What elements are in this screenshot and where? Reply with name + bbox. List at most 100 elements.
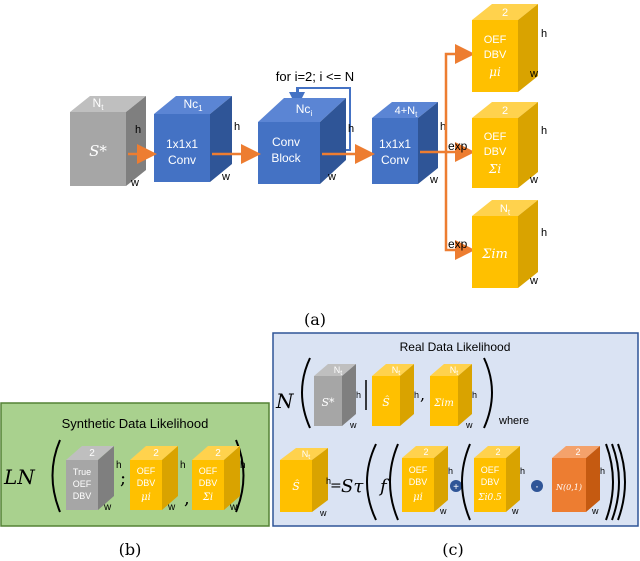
svg-text:h: h [541, 125, 547, 137]
loop-label: for i=2; i <= N [276, 69, 354, 84]
svg-text:Σim: Σim [481, 247, 508, 262]
svg-text:Nci: Nci [296, 102, 313, 118]
paren-close-1 [605, 443, 614, 521]
svg-text:Nc1: Nc1 [183, 97, 203, 113]
paren-stau-left [366, 443, 377, 521]
svg-text:w: w [349, 420, 357, 430]
svg-text:w: w [103, 502, 112, 513]
svg-text:Conv: Conv [168, 153, 196, 167]
sigma-im-cube-c: Nt Σim h w [430, 364, 477, 430]
svg-text:2: 2 [153, 448, 159, 459]
svg-text:Conv: Conv [381, 153, 409, 167]
equals: = [330, 478, 342, 494]
svg-text:h: h [180, 460, 186, 471]
comma: , [184, 488, 190, 509]
input-cube: Nt S* h w [70, 96, 146, 189]
conv1-cube: Nc1 1x1x1 Conv h w [154, 96, 240, 183]
output-mu-cube: 2 OEF DBV μi h w [472, 4, 547, 92]
svg-text:DBV: DBV [73, 491, 92, 501]
s-hat-cube-c2: Nt Ŝ h w [280, 448, 331, 518]
svg-text:1x1x1: 1x1x1 [379, 137, 411, 151]
panel-c-title: Real Data Likelihood [400, 340, 511, 354]
exp-label-1: exp [448, 139, 468, 153]
mu-cube-b: 2 OEF DBV μi h w [130, 446, 186, 513]
svg-text:OEF: OEF [199, 466, 218, 476]
svg-text:N(0,1): N(0,1) [555, 483, 582, 492]
paren-close-2 [611, 443, 620, 521]
svg-text:OEF: OEF [137, 466, 156, 476]
svg-text:w: w [529, 275, 538, 287]
paren-left [51, 439, 61, 513]
svg-text:h: h [240, 460, 246, 471]
svg-text:Σim: Σim [433, 398, 454, 409]
svg-text:DBV: DBV [484, 146, 507, 158]
svg-text:h: h [234, 121, 240, 133]
semicolon: ; [120, 468, 126, 489]
svg-text:True: True [73, 467, 91, 477]
paren-sigma-left [461, 443, 471, 521]
svg-text:OEF: OEF [484, 34, 507, 46]
svg-text:h: h [541, 28, 547, 40]
panel-b: Synthetic Data Likelihood LN 2 True OEF … [0, 402, 270, 559]
svg-text:w: w [229, 502, 238, 513]
svg-text:w: w [221, 171, 230, 183]
conv-block-cube: Nci Conv Block h w [258, 98, 354, 184]
mu-cube-c: 2 OEF DBV μi h w [402, 446, 453, 516]
svg-text:Σi0.5: Σi0.5 [477, 493, 502, 503]
svg-text:h: h [135, 124, 141, 136]
svg-text:μi: μi [413, 492, 423, 503]
svg-text:1x1x1: 1x1x1 [166, 137, 198, 151]
paren-f-left [389, 443, 399, 521]
s-hat-cube-c: Nt Ŝ h [372, 364, 419, 426]
true-cube: 2 True OEF DBV h w [66, 446, 122, 513]
svg-text:h: h [472, 390, 477, 400]
panel-a: for i=2; i <= N Nt S* h w Nc1 1x1x1 Conv… [70, 4, 547, 329]
svg-text:Block: Block [271, 151, 301, 165]
svg-text:h: h [326, 476, 331, 486]
multiply-operator [531, 480, 543, 492]
svg-text:w: w [319, 508, 327, 518]
caption-c: (c) [442, 540, 463, 559]
svg-text:Nt: Nt [93, 96, 105, 112]
input-cube-label: S* [89, 142, 107, 160]
svg-text:w: w [439, 506, 447, 516]
svg-text:DBV: DBV [137, 478, 156, 488]
svg-text:Nt: Nt [450, 365, 459, 377]
output-sigma-cube: 2 OEF DBV Σi h w [472, 102, 547, 188]
svg-text:Nt: Nt [500, 203, 511, 217]
arrow-to-mu [420, 44, 475, 154]
svg-text:2: 2 [502, 105, 508, 117]
svg-text:S*: S* [321, 396, 335, 409]
output-sigma-im-cube: Nt Σim h w [472, 200, 547, 288]
sigma-cube-b: 2 OEF DBV Σi h w [192, 446, 246, 513]
svg-text:Σi: Σi [488, 162, 501, 176]
svg-text:Ŝ: Ŝ [382, 395, 390, 409]
svg-text:DBV: DBV [199, 478, 218, 488]
ln-symbol: LN [3, 465, 36, 489]
svg-text:h: h [440, 121, 446, 133]
svg-text:Σi: Σi [202, 492, 213, 503]
svg-text:w: w [327, 171, 336, 183]
svg-text:w: w [167, 502, 176, 513]
noise-cube-c: 2 N(0,1) h w [552, 446, 605, 516]
svg-text:DBV: DBV [484, 49, 507, 61]
n-symbol: N [275, 389, 295, 413]
svg-text:h: h [348, 123, 354, 135]
svg-text:h: h [116, 460, 122, 471]
svg-text:DBV: DBV [481, 477, 500, 487]
svg-text:2: 2 [495, 447, 500, 457]
svg-text:h: h [414, 390, 419, 400]
svg-text:2: 2 [89, 448, 95, 459]
svg-text:w: w [130, 177, 139, 189]
comma-c: , [420, 385, 425, 404]
svg-text:w: w [529, 68, 538, 80]
conv2-cube: 4+Nt 1x1x1 Conv h w [372, 102, 446, 186]
svg-text:2: 2 [575, 447, 580, 457]
panel-c: Real Data Likelihood N Nt S* h w Nt Ŝ h … [272, 332, 639, 559]
svg-text:w: w [511, 506, 519, 516]
svg-text:h: h [356, 390, 361, 400]
svg-text:Conv: Conv [272, 135, 300, 149]
plus-operator [450, 480, 462, 492]
exp-label-2: exp [448, 237, 468, 251]
